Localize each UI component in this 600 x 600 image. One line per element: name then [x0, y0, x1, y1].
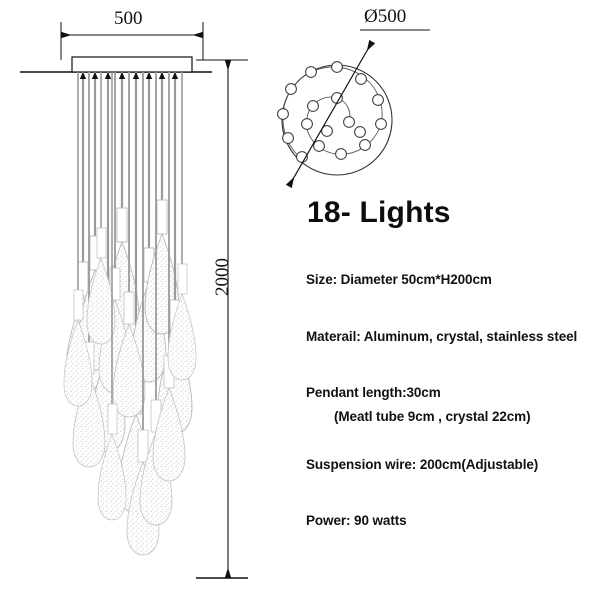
pendant-drop [167, 72, 197, 381]
pendant-drop [152, 72, 186, 482]
pendant-drop [97, 72, 127, 521]
dimension-top-width [60, 22, 204, 60]
spec-pendant-detail: (Meatl tube 9cm , crystal 22cm) [334, 409, 531, 424]
pendant-drop [86, 72, 116, 345]
spiral-layout-plan [277, 29, 430, 189]
pendant-drop [63, 72, 93, 407]
dimension-label-overall-height: 2000 [212, 258, 233, 296]
dimension-label-top-width: 500 [114, 8, 143, 29]
dimension-overall-height [196, 59, 248, 579]
spec-material: Materail: Aluminum, crystal, stainless s… [306, 329, 578, 344]
dimension-label-plan-diameter: Ø500 [364, 6, 407, 27]
ceiling-canopy [20, 56, 212, 73]
pendant-elevation [63, 72, 197, 556]
product-title: 18- Lights [307, 196, 451, 229]
pendant-drop [139, 72, 173, 526]
spec-size: Size: Diameter 50cm*H200cm [306, 272, 492, 287]
spec-pendant-length: Pendant length:30cm [306, 385, 441, 400]
pendant-drop [112, 72, 146, 418]
spec-power: Power: 90 watts [306, 513, 407, 528]
spec-suspension-wire: Suspension wire: 200cm(Adjustable) [306, 457, 539, 472]
